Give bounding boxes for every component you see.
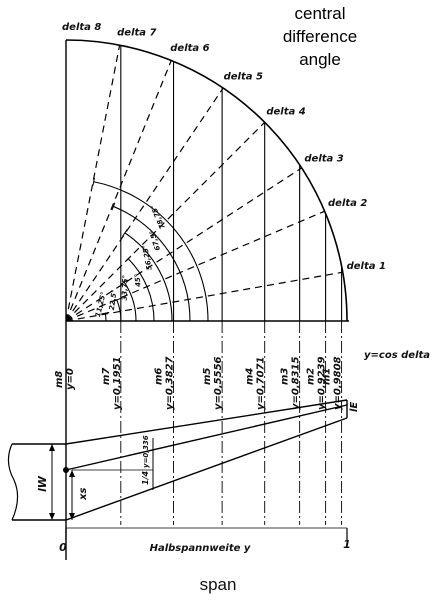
station-m-label: m2	[306, 368, 317, 385]
arc-angle-label: 56,25°	[141, 244, 154, 271]
axis-start-label: 0	[59, 541, 67, 554]
xs-arrow-bottom	[69, 513, 75, 520]
delta-ray	[65, 121, 266, 322]
chord-fraction-label: 1/4	[141, 471, 150, 485]
station-m-label: m6	[154, 368, 165, 385]
station-y-label: y=0	[65, 368, 76, 390]
delta-label: delta 5	[224, 71, 263, 82]
arc-end-tick	[92, 177, 95, 186]
arc-end-tick	[111, 202, 116, 211]
arc-end-tick	[120, 279, 128, 285]
angle-arc	[124, 232, 173, 322]
station-y-label: y=0,9239	[317, 356, 328, 410]
formula-label: y=cos delta	[364, 350, 430, 361]
delta-label: delta 1	[347, 261, 386, 272]
station-y-label: y=0,1951	[112, 357, 123, 411]
lw-label: lW	[36, 475, 49, 492]
angle-arc	[104, 313, 107, 322]
lw-arrow-bottom	[49, 513, 55, 520]
angle-arc	[123, 281, 137, 322]
wing-leading-edge	[12, 399, 348, 445]
delta-label: delta 4	[266, 107, 305, 118]
delta-label: delta 8	[62, 22, 101, 33]
axis-title: Halbspannweite y	[150, 543, 251, 554]
arc-end-tick	[122, 229, 128, 237]
arc-end-tick	[125, 255, 132, 262]
station-m-label: m4	[245, 368, 256, 385]
tip-label: lE	[349, 402, 360, 412]
delta-ray	[65, 167, 302, 322]
delta-label: delta 6	[170, 43, 209, 54]
delta-ray	[65, 60, 172, 322]
delta-ray	[65, 87, 224, 322]
lw-arrow-top	[49, 444, 55, 451]
arc-angle-label: 33,75°	[121, 275, 130, 301]
y-mark-label: y=0,336	[142, 435, 150, 468]
wing-root-break	[7, 443, 19, 521]
station-m-label: m1	[322, 368, 333, 385]
title-line-3: angle	[299, 50, 341, 69]
station-m-label: m3	[280, 368, 291, 385]
station-m-label: m8	[54, 371, 65, 388]
arc-end-tick	[112, 297, 121, 302]
delta-ray	[65, 45, 121, 322]
station-y-label: y=0,3827	[165, 356, 176, 410]
arc-angle-label: 45°	[133, 273, 142, 287]
title-line-1: central	[294, 4, 345, 23]
delta-rays: delta 1 delta 2 delta 3 delta 4 delta 5 delta…	[62, 22, 386, 322]
arc-end-tick	[101, 311, 110, 315]
caption: span	[200, 575, 237, 594]
xs-arrow-top	[69, 470, 75, 477]
station-m-label: m5	[202, 368, 213, 385]
delta-label: delta 7	[117, 27, 156, 38]
station-m-label: m7	[101, 368, 112, 385]
delta-ray	[65, 271, 343, 322]
station-y-label: y=0,7071	[256, 357, 267, 411]
xs-label: xs	[78, 488, 89, 501]
quarter-chord-point	[63, 467, 69, 473]
title-line-2: difference	[283, 27, 357, 46]
delta-label: delta 3	[304, 154, 343, 165]
axis-end-label: 1	[343, 538, 351, 551]
arc-angle-label: 78,75°	[149, 203, 167, 230]
arc-angle-label: 22,5°	[108, 289, 119, 311]
angle-arc	[127, 258, 155, 322]
delta-label: delta 2	[328, 198, 367, 209]
angle-arc	[113, 205, 191, 322]
angle-arc	[93, 181, 209, 322]
station-y-label: y=0,9808	[333, 356, 344, 410]
quarter-chord-line	[65, 404, 348, 471]
station-y-label: y=0,8315	[291, 356, 302, 410]
station-y-label: y=0,5556	[213, 356, 224, 410]
delta-ray	[65, 210, 325, 322]
wing-trailing-edge	[12, 417, 348, 521]
